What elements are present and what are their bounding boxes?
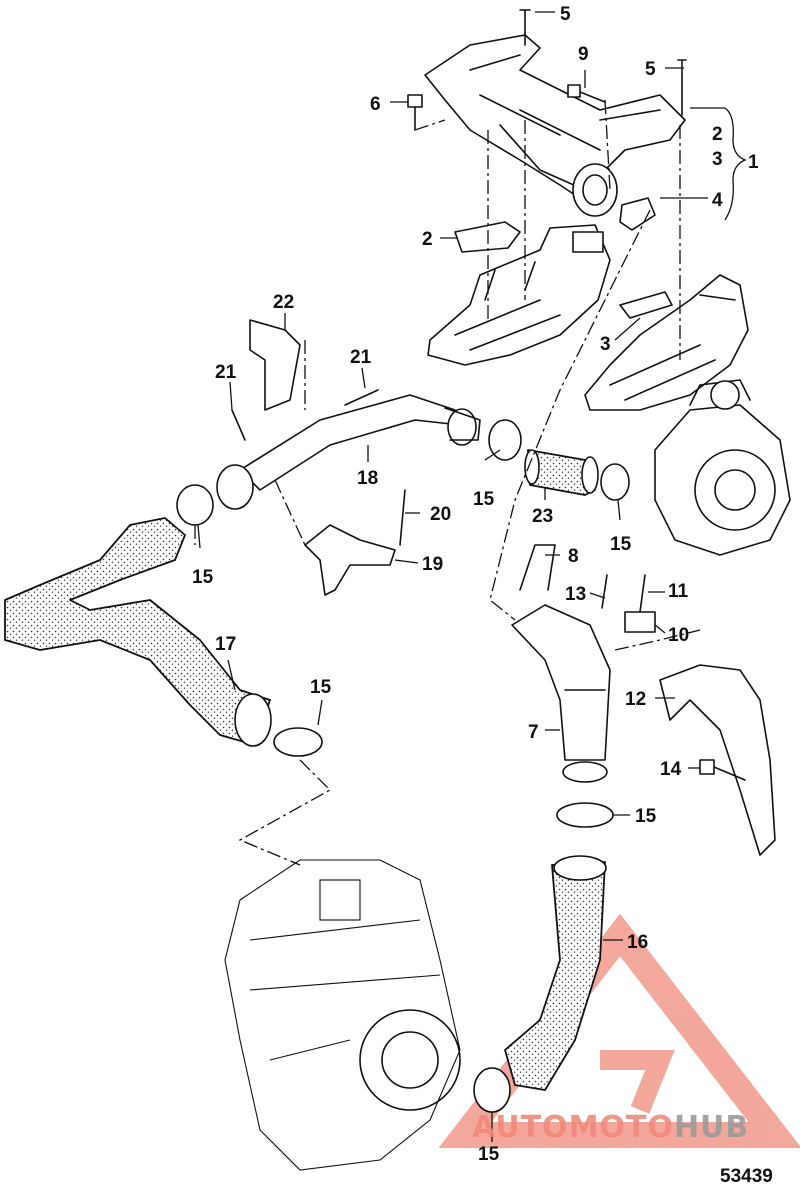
svg-text:AUTOMOTOHUB: AUTOMOTOHUB bbox=[472, 1110, 749, 1145]
callout-15-d: 15 bbox=[310, 677, 332, 698]
watermark-text-part1: AUTOMOTO bbox=[472, 1110, 674, 1145]
callout-2-top: 2 bbox=[712, 124, 723, 145]
callout-21-left: 21 bbox=[215, 362, 237, 383]
callout-21-right: 21 bbox=[350, 347, 372, 368]
callout-11: 11 bbox=[668, 581, 689, 602]
callout-12: 12 bbox=[625, 689, 646, 710]
callout-15-a: 15 bbox=[473, 489, 495, 510]
hose-16 bbox=[504, 855, 607, 1091]
hose-17 bbox=[4, 517, 272, 747]
callout-19: 19 bbox=[422, 554, 443, 575]
callout-14: 14 bbox=[660, 759, 682, 780]
callout-15-c: 15 bbox=[192, 567, 214, 588]
callout-3-top: 3 bbox=[712, 149, 723, 170]
figure-number: 53439 bbox=[720, 1166, 773, 1187]
watermark-text-part2: HUB bbox=[674, 1110, 749, 1145]
callout-5-left: 5 bbox=[560, 4, 571, 25]
callout-labels: 1 2 3 4 2 3 5 5 6 9 22 21 21 18 20 19 15… bbox=[192, 4, 773, 1187]
callout-15-b: 15 bbox=[610, 534, 632, 555]
callout-23: 23 bbox=[532, 506, 553, 527]
callout-15-e: 15 bbox=[635, 806, 657, 827]
intake-hose bbox=[216, 394, 481, 510]
callout-7: 7 bbox=[528, 722, 539, 743]
intake-manifold-assembly bbox=[407, 9, 749, 411]
callout-1: 1 bbox=[748, 152, 759, 173]
callout-16: 16 bbox=[627, 932, 648, 953]
callout-9: 9 bbox=[578, 44, 589, 65]
callout-6: 6 bbox=[370, 94, 381, 115]
engine-block-lower bbox=[224, 859, 461, 1171]
callout-3-gasket: 3 bbox=[600, 334, 611, 355]
watermark-logo-triangle bbox=[438, 913, 800, 1148]
callout-20: 20 bbox=[430, 504, 451, 525]
resonator-23 bbox=[524, 449, 599, 496]
hose-clamps-15 bbox=[176, 419, 630, 1113]
callout-17: 17 bbox=[215, 634, 236, 655]
callout-15-f: 15 bbox=[478, 1144, 500, 1165]
alignment-lines bbox=[194, 99, 701, 866]
small-parts bbox=[231, 319, 776, 856]
callout-2-gasket: 2 bbox=[422, 229, 433, 250]
callout-22: 22 bbox=[273, 292, 294, 313]
callout-4: 4 bbox=[712, 190, 723, 211]
watermark-brand-text: AUTOMOTOHUB bbox=[472, 1110, 749, 1145]
callout-5-right: 5 bbox=[645, 59, 656, 80]
elbow-pipe-7 bbox=[511, 604, 611, 783]
callout-18: 18 bbox=[357, 468, 378, 489]
callout-8: 8 bbox=[568, 546, 579, 567]
throttle-body-housing bbox=[654, 379, 791, 556]
callout-10: 10 bbox=[668, 625, 689, 646]
callout-leaders bbox=[197, 11, 747, 1142]
callout-13: 13 bbox=[565, 584, 586, 605]
